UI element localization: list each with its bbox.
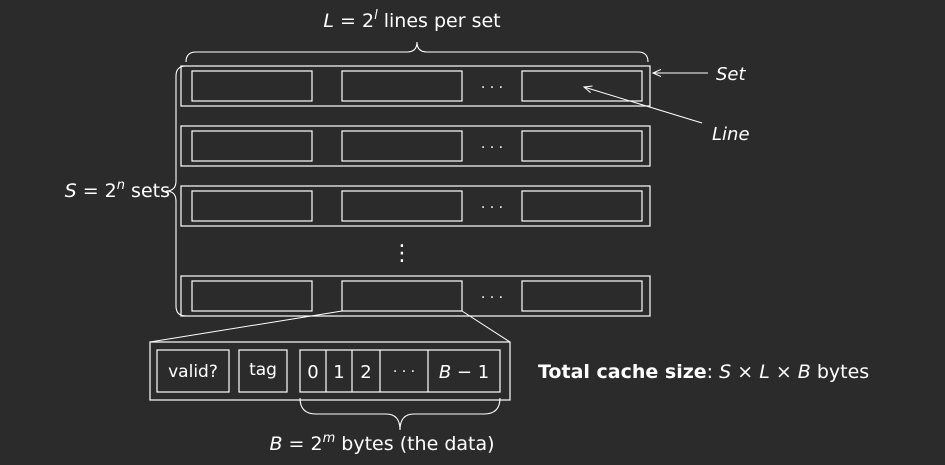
data-bytes-label: B = 2m bytes (the data) (269, 431, 494, 455)
lines-per-set-label: L = 2l lines per set (323, 8, 500, 32)
cache-line (521, 190, 643, 222)
set-label: Set (716, 64, 747, 85)
cache-line (521, 70, 643, 102)
valid-bit-box (156, 349, 230, 393)
set-outline (180, 65, 651, 107)
cache-line (521, 130, 643, 162)
line-arrow (584, 87, 703, 124)
line-detail-outline (149, 341, 511, 401)
set-outline (180, 185, 651, 227)
num-sets-brace (165, 65, 187, 317)
byte-0: 0 (307, 362, 318, 383)
byte-ellipsis: · · · (393, 364, 415, 380)
byte-2: 2 (360, 362, 371, 383)
line-label: Line (712, 124, 750, 145)
ellipsis: · · · (481, 290, 503, 306)
cache-line (341, 130, 463, 162)
cache-line-detail: valid? tag 0 1 2 · · · B − 1 (149, 341, 511, 401)
cache-set-1: · · · (180, 65, 651, 107)
ellipsis: · · · (481, 200, 503, 216)
cache-line (521, 280, 643, 312)
set-outline (180, 125, 651, 167)
cache-line (191, 130, 313, 162)
cache-set-3: · · · (180, 185, 651, 227)
lines-per-set-brace (185, 41, 649, 63)
total-cache-size: Total cache size: S × L × B bytes (538, 361, 869, 383)
num-sets-label: S = 2n sets (65, 178, 170, 202)
valid-bit-label: valid? (168, 362, 218, 382)
byte-1: 1 (333, 362, 344, 383)
tag-box (238, 349, 288, 393)
zoom-line-left (149, 310, 343, 343)
cache-line (341, 70, 463, 102)
data-bytes-outline (299, 349, 501, 393)
cache-line (191, 280, 313, 312)
data-bytes: 0 1 2 · · · B − 1 (299, 349, 501, 393)
set-outline (180, 275, 651, 317)
tag-label: tag (249, 360, 277, 380)
cache-line (341, 190, 463, 222)
vertical-ellipsis: ⋮ (391, 241, 413, 266)
cache-line (191, 70, 313, 102)
ellipsis: · · · (481, 80, 503, 96)
data-bytes-brace (299, 397, 501, 431)
cache-set-last: · · · (180, 275, 651, 317)
cache-line (191, 190, 313, 222)
byte-last: B − 1 (439, 362, 489, 383)
ellipsis: · · · (481, 140, 503, 156)
zoom-line-right (461, 310, 511, 343)
cache-line-expanded (341, 280, 463, 312)
cache-set-2: · · · (180, 125, 651, 167)
